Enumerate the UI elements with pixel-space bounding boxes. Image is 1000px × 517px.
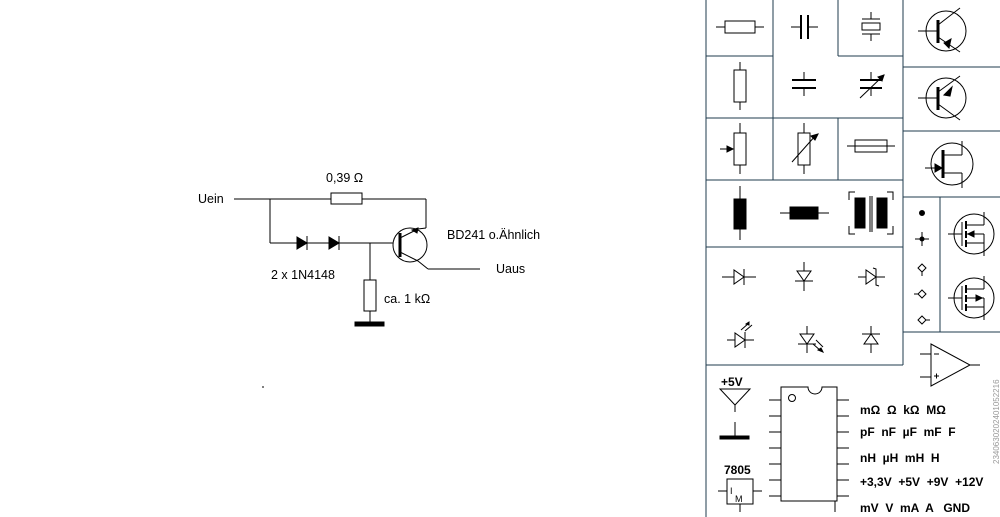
zener-diode-icon[interactable] — [858, 267, 885, 287]
terminal-icon[interactable] — [917, 263, 927, 276]
terminal-icon[interactable] — [914, 289, 927, 299]
pmos-fet-icon[interactable] — [948, 276, 995, 320]
resistor-r2 — [363, 279, 377, 312]
dot-junction-icon[interactable] — [919, 210, 925, 216]
diode-d1 — [296, 236, 308, 250]
resistor-r1 — [330, 192, 363, 205]
unit-row-misc: mV V mA A GND — [860, 501, 970, 515]
trimmer-resistor-icon[interactable] — [791, 123, 819, 174]
capacitor-vertical-plates-icon[interactable] — [791, 15, 818, 39]
watermark: 2340630202401052216 — [992, 379, 1000, 464]
regulator-label: 7805 — [724, 463, 751, 477]
unit-row-resistance: mΩ Ω kΩ MΩ — [860, 403, 946, 417]
transistor-label: BD241 o.Ähnlich — [447, 228, 540, 242]
nmos-fet-icon[interactable] — [948, 212, 995, 256]
supply-label: +5V — [721, 375, 743, 389]
supply-5v-icon[interactable] — [718, 388, 752, 412]
capacitor-horizontal-plates-icon[interactable] — [792, 72, 816, 96]
zener-vertical-icon[interactable] — [862, 326, 880, 353]
resistor-vertical-icon[interactable] — [733, 62, 747, 110]
diode-icon[interactable] — [722, 269, 756, 285]
opamp-icon[interactable] — [920, 343, 980, 387]
npn-transistor-icon[interactable] — [918, 7, 967, 53]
regulator-icon[interactable] — [718, 478, 762, 512]
inductor-icon[interactable] — [733, 186, 747, 240]
jfet-icon[interactable] — [925, 141, 974, 188]
photodiode-icon[interactable] — [727, 321, 754, 348]
resistor-horizontal-icon[interactable] — [716, 20, 764, 34]
crystal-icon[interactable] — [861, 12, 881, 41]
regulator-pin-mid: M — [735, 494, 743, 504]
potentiometer-icon[interactable] — [720, 123, 747, 174]
variable-capacitor-icon[interactable] — [859, 72, 885, 99]
pnp-transistor-icon[interactable] — [918, 75, 967, 121]
resistor-r1-label: 0,39 Ω — [326, 171, 363, 185]
ic-dip-icon[interactable] — [769, 386, 849, 512]
fuse-icon[interactable] — [847, 139, 895, 153]
output-label: Uaus — [496, 262, 525, 276]
diode-d2 — [328, 236, 340, 250]
led-icon[interactable] — [798, 326, 825, 353]
diodes-label: 2 x 1N4148 — [271, 268, 335, 282]
unit-row-inductance: nH µH mH H — [860, 451, 940, 465]
inductor-horizontal-icon[interactable] — [780, 206, 829, 220]
regulator-pin-left: I — [730, 486, 733, 496]
transformer-icon[interactable] — [848, 191, 894, 235]
ground-bar-icon[interactable] — [719, 422, 750, 440]
unit-row-voltages: +3,3V +5V +9V +12V — [860, 475, 983, 489]
unit-row-capacitance: pF nF µF mF F — [860, 425, 956, 439]
ground-bar — [354, 321, 385, 327]
resistor-r2-label: ca. 1 kΩ — [384, 292, 430, 306]
cross-junction-icon[interactable] — [915, 232, 929, 246]
terminal-icon[interactable] — [917, 315, 930, 325]
input-label: Uein — [198, 192, 224, 206]
transistor-q1 — [392, 227, 429, 270]
diode-vertical-icon[interactable] — [795, 262, 813, 291]
symbol-palette — [705, 0, 1000, 517]
circuit-schematic — [234, 192, 480, 388]
